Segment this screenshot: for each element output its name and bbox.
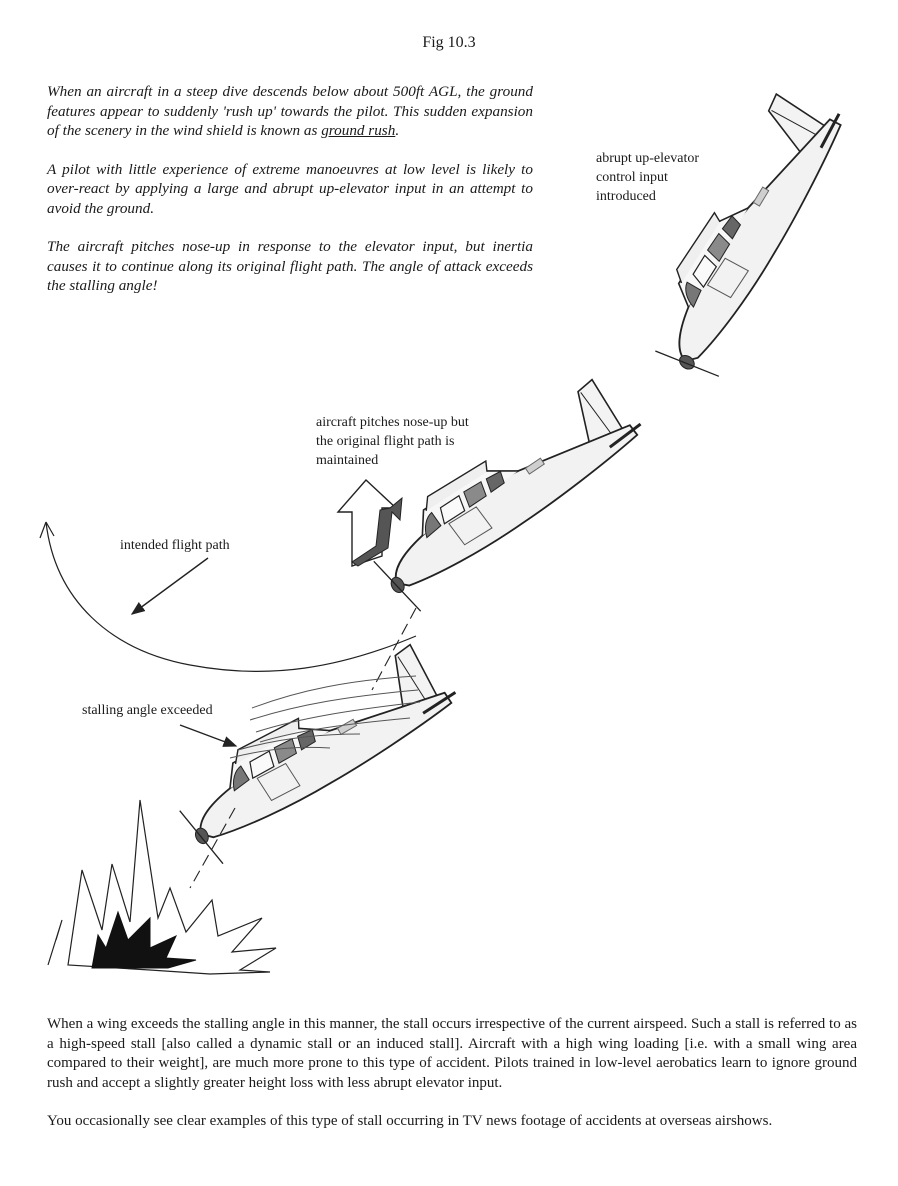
label-abrupt-line-1: abrupt up-elevator xyxy=(596,151,700,166)
intro-text: When an aircraft in a steep dive descend… xyxy=(47,82,533,315)
intended-flight-path-arc xyxy=(45,521,417,672)
label-pitch-line-2: the original flight path is xyxy=(316,434,455,449)
body-paragraph-2: You occasionally see clear examples of t… xyxy=(47,1113,773,1129)
intended-path-pointer xyxy=(130,557,209,615)
pitch-up-arrow-shadow xyxy=(351,496,403,567)
intro-paragraph-3: The aircraft pitches nose-up in response… xyxy=(47,238,533,294)
crash-burst-outline-2 xyxy=(47,919,63,966)
label-abrupt-line-3: introduced xyxy=(596,189,656,204)
intro-p1-end: . xyxy=(395,122,400,139)
aircraft-pitches-nose-up xyxy=(345,367,672,622)
figure-title: Fig 10.3 xyxy=(422,34,476,51)
crash-burst-fill xyxy=(91,910,197,969)
ground-rush-term: ground rush xyxy=(321,122,396,139)
intro-paragraph-2: A pilot with little experience of extrem… xyxy=(47,160,533,217)
label-pitch-line-3: maintained xyxy=(316,453,379,468)
label-stalling-angle-exceeded: stalling angle exceeded xyxy=(82,703,213,718)
label-abrupt-line-2: control input xyxy=(596,170,668,185)
body-paragraph-1: When a wing exceeds the stalling angle i… xyxy=(47,1016,857,1091)
stalling-angle-pointer xyxy=(179,724,238,747)
intro-p1-text: When an aircraft in a steep dive descend… xyxy=(47,83,533,139)
label-pitches-nose-up: aircraft pitches nose-up but the origina… xyxy=(316,413,469,470)
body-text: When a wing exceeds the stalling angle i… xyxy=(47,1015,857,1151)
flight-path-dashed-2 xyxy=(189,807,236,889)
aircraft-stalling xyxy=(154,634,483,873)
label-abrupt-up-elevator: abrupt up-elevator control input introdu… xyxy=(596,149,699,206)
airflow-lines xyxy=(229,675,421,759)
flight-path-dashed-1 xyxy=(371,607,417,691)
intro-paragraph-1: When an aircraft in a steep dive descend… xyxy=(47,82,533,141)
aircraft-abrupt-up-elevator xyxy=(607,74,891,393)
label-pitch-line-1: aircraft pitches nose-up but xyxy=(316,415,469,430)
label-intended-flight-path: intended flight path xyxy=(120,538,230,553)
